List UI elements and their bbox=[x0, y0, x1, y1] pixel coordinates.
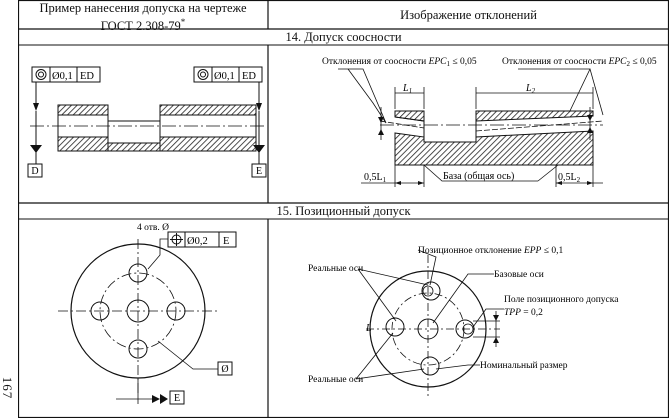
hole-bottom bbox=[128, 339, 148, 359]
deviation-hole-right bbox=[455, 319, 475, 339]
position-frame-value: Ø0,2 bbox=[187, 236, 208, 247]
datum-triangle-right bbox=[253, 145, 265, 153]
hole-left bbox=[90, 301, 110, 321]
diameter-symbol: Ø bbox=[221, 364, 228, 375]
datum-letter-e: E bbox=[256, 166, 262, 177]
field-label-line1: Поле позиционного допуска bbox=[504, 295, 619, 305]
datum-box-d bbox=[27, 163, 43, 178]
diameter-box bbox=[217, 361, 233, 376]
base-axes-label: Базовые оси bbox=[494, 270, 544, 280]
deviation-2-label: Отклонения от соосности EPC2 ≤ 0,05 bbox=[502, 57, 657, 68]
base-axis-label: База (общая ось) bbox=[443, 171, 514, 182]
hole-top bbox=[128, 263, 148, 283]
deviation-hole-left bbox=[385, 317, 405, 337]
positional-drawing: 4 отв. Ø Ø0,2 E Ø E bbox=[58, 223, 237, 405]
header-left: Пример нанесения допуска на чертеже ГОСТ… bbox=[39, 1, 247, 34]
hole-right bbox=[166, 301, 186, 321]
nominal-size-label: Номинальный размер bbox=[480, 360, 568, 371]
l-mark: L bbox=[365, 323, 372, 334]
deviation-1-label: Отклонения от соосности EPC1 ≤ 0,05 bbox=[322, 57, 477, 68]
datum-box-e2 bbox=[169, 390, 185, 405]
half-l1-label: 0,5L1 bbox=[364, 172, 387, 184]
positional-deviation-image: Позиционное отклонение EPP ≤ 0,1 Реальны… bbox=[308, 246, 619, 399]
datum-triangle-e bbox=[160, 394, 168, 404]
real-axes-label-1: Реальные оси bbox=[308, 264, 363, 274]
frame-right-datum: ED bbox=[242, 71, 256, 82]
position-frame: Ø0,2 E bbox=[167, 231, 237, 248]
field-label-line2: TPP = 0,2 bbox=[504, 308, 543, 318]
frame-left-value: Ø0,1 bbox=[52, 71, 73, 82]
tolerance-frame-left: Ø0,1 ED bbox=[31, 66, 101, 83]
position-frame-datum: E bbox=[223, 236, 229, 247]
deviation-center-bore bbox=[417, 318, 439, 340]
center-bore bbox=[126, 299, 150, 323]
coaxiality-icon bbox=[197, 69, 209, 80]
deviation-part bbox=[394, 110, 594, 166]
section-15-title: 15. Позиционный допуск bbox=[276, 204, 411, 218]
tolerance-frame-right: Ø0,1 ED bbox=[193, 66, 263, 83]
section-14-title: 14. Допуск соосности bbox=[285, 30, 402, 44]
pos-deviation-label: Позиционное отклонение EPP ≤ 0,1 bbox=[418, 246, 563, 256]
coaxiality-icon bbox=[35, 69, 47, 80]
deviation-hole-top bbox=[421, 281, 441, 301]
coaxiality-drawing: Ø0,1 ED Ø0,1 ED bbox=[27, 66, 267, 178]
page-number: 167 bbox=[0, 376, 15, 400]
half-l2-label: 0,5L2 bbox=[558, 172, 581, 184]
tolerance-table: Пример нанесения допуска на чертеже ГОСТ… bbox=[18, 0, 669, 418]
header-right: Изображение отклонений bbox=[400, 8, 537, 22]
coaxiality-deviation-image: Отклонения от соосности EPC1 ≤ 0,05 Откл… bbox=[322, 57, 657, 187]
holes-label: 4 отв. Ø bbox=[137, 223, 169, 233]
real-axes-label-2: Реальные оси bbox=[308, 375, 363, 385]
frame-right-value: Ø0,1 bbox=[214, 71, 235, 82]
datum-triangle-left bbox=[30, 145, 42, 153]
l1-label: L1 bbox=[402, 83, 412, 95]
part-section bbox=[57, 104, 257, 152]
l2-label: L2 bbox=[525, 83, 536, 95]
datum-letter-e2: E bbox=[174, 393, 180, 404]
frame-left-datum: ED bbox=[80, 71, 94, 82]
datum-letter-d: D bbox=[31, 166, 38, 177]
deviation-hole-bottom bbox=[420, 356, 440, 376]
datum-box-e bbox=[251, 163, 267, 178]
